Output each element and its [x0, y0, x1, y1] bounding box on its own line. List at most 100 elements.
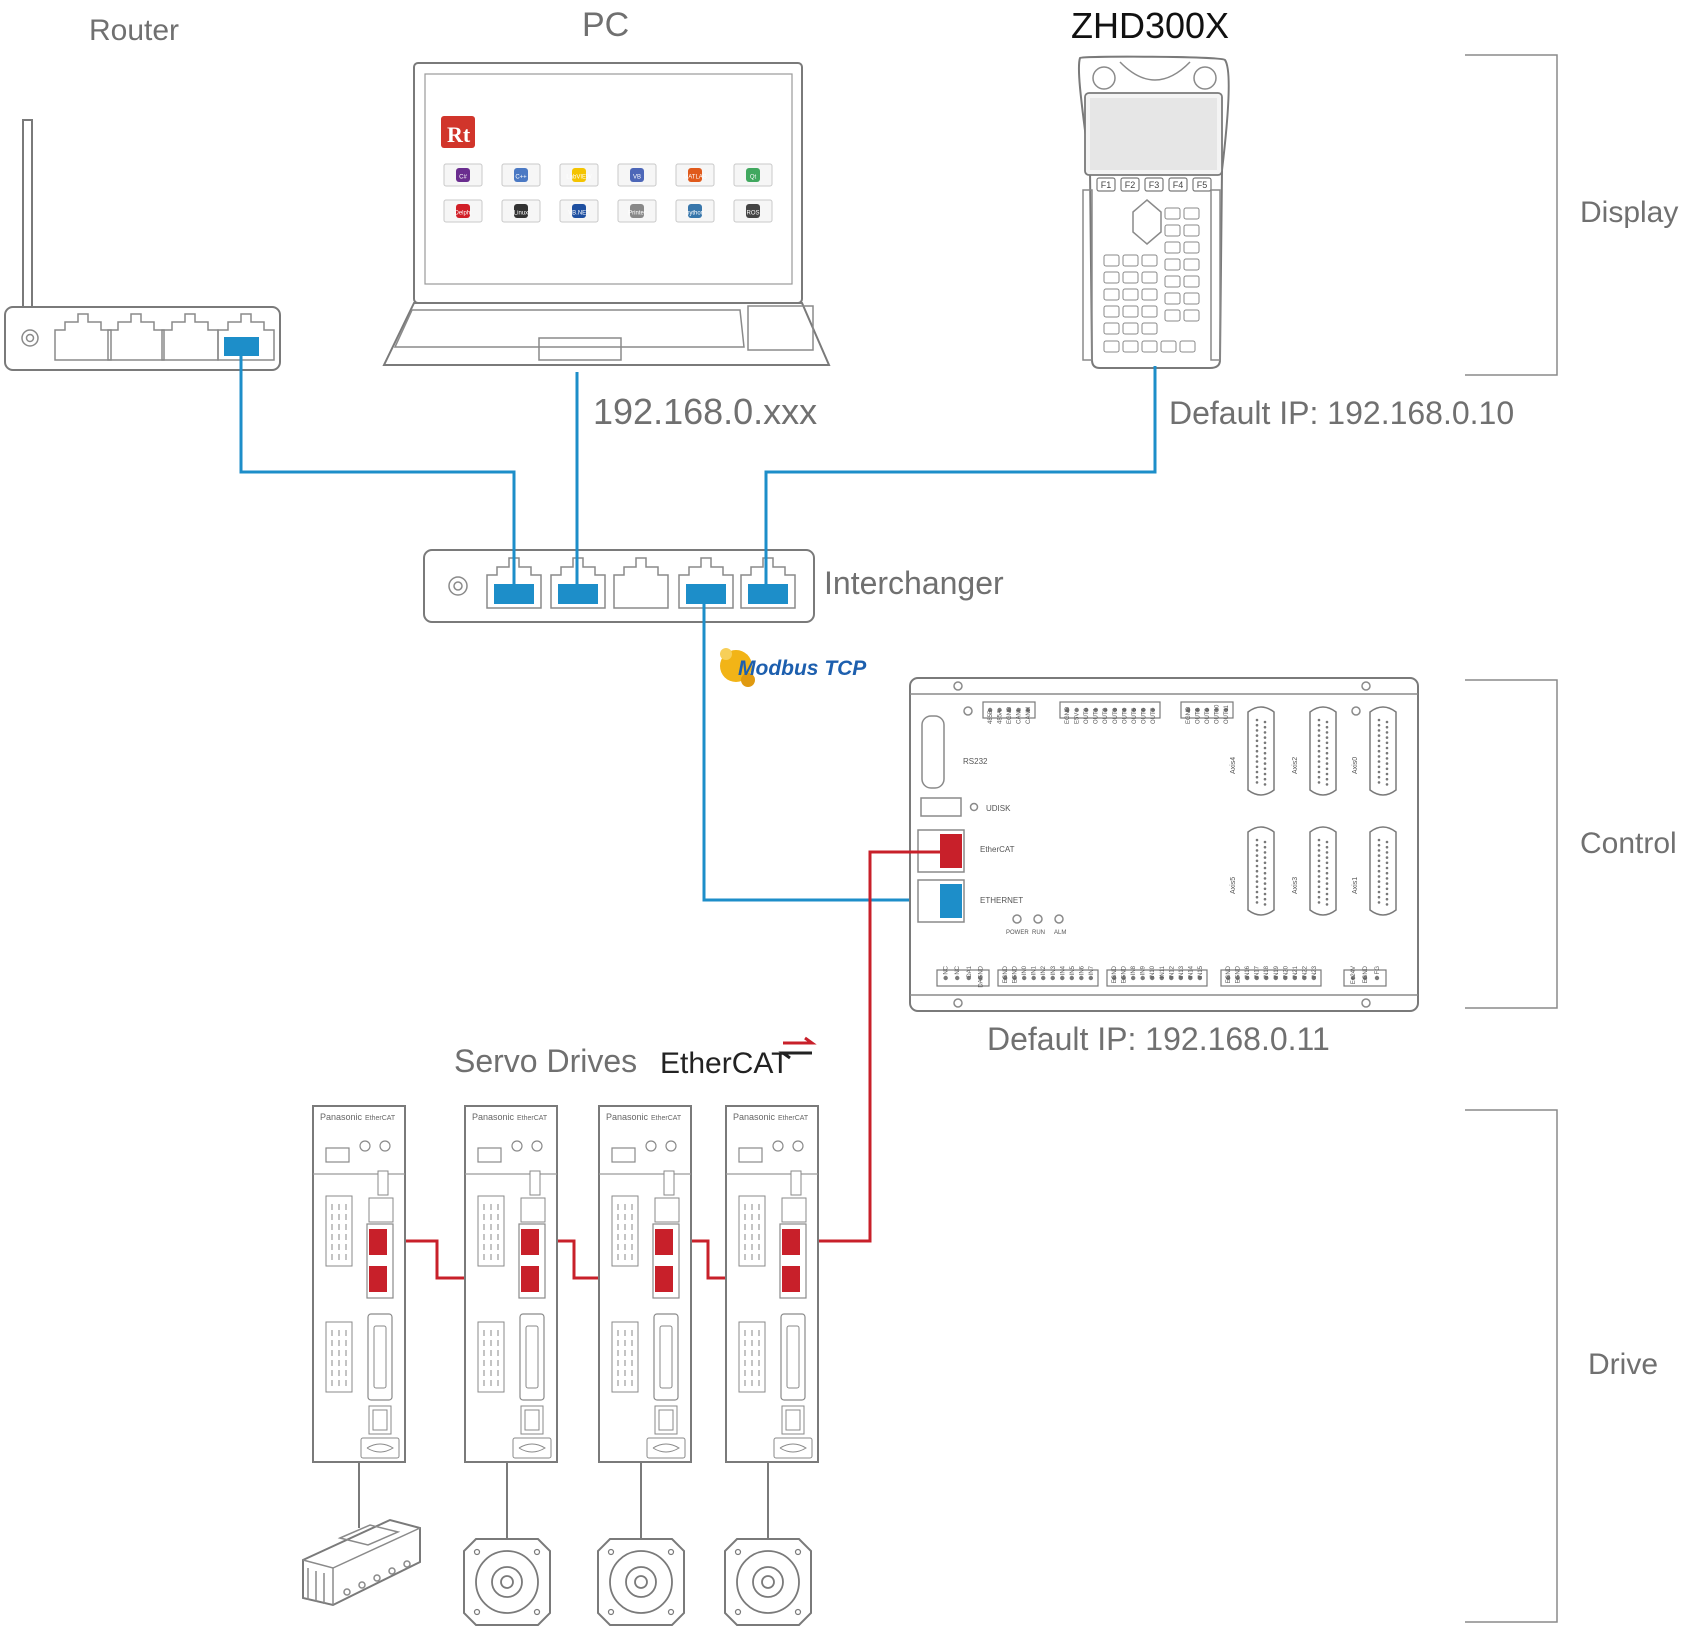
pendant-estop-icon: [1092, 66, 1116, 90]
drive-bus-label: EtherCAT: [365, 1115, 396, 1122]
ethercat-port-label: EtherCAT: [980, 845, 1015, 854]
pendant-key: [1141, 305, 1158, 318]
terminal-pin: [1112, 707, 1117, 713]
motor-bolt: [607, 1608, 615, 1616]
axis-pin: [1263, 783, 1267, 786]
axis-pin: [1263, 767, 1267, 771]
axis-pin: [1377, 729, 1381, 732]
axis-pin: [1385, 871, 1389, 875]
drive-connector-inner: [524, 1409, 540, 1431]
axis-pin: [1317, 770, 1321, 774]
axis-pin: [1385, 751, 1389, 755]
axis-pin: [1385, 851, 1389, 854]
servo-motor-icon: [463, 1462, 551, 1626]
axis-pin: [1263, 751, 1267, 755]
axis-pin: [1255, 869, 1259, 873]
servo-motor-icon: [724, 1462, 812, 1626]
terminal-label: IN21: [1293, 965, 1299, 978]
terminal-pin: [1060, 975, 1065, 981]
terminal-label: OUT5: [1132, 707, 1138, 724]
axis-pin: [1385, 882, 1389, 885]
axis-pin: [1377, 838, 1381, 842]
pc-keyboard-deck: [382, 302, 831, 366]
axis-pin: [1325, 762, 1329, 765]
axis-pin: [1317, 744, 1321, 748]
router-ports: [54, 313, 275, 361]
axis-pin: [1255, 755, 1259, 758]
axis-pin: [1325, 725, 1329, 729]
axis-pin: [1325, 746, 1329, 750]
app-label: C++: [515, 175, 527, 181]
terminal-pin: [1150, 975, 1155, 981]
axis-pin: [1255, 729, 1259, 732]
interchanger-power-icon: [448, 576, 468, 596]
axis-pin: [1325, 783, 1329, 786]
axis-pin: [1255, 843, 1259, 847]
switch-port-1: [486, 557, 542, 609]
drive-connector: [663, 1170, 675, 1196]
terminal-pin: [943, 975, 948, 981]
terminal-label: FG: [1375, 966, 1381, 975]
pendant-key: [1103, 288, 1120, 301]
terminal-label: NC: [955, 965, 961, 974]
axis-pin: [1377, 890, 1381, 894]
terminal-pin: [1159, 975, 1164, 981]
axis-pin: [1385, 772, 1389, 776]
drive-brand-label: Panasonic: [320, 1112, 363, 1122]
axis-pin: [1255, 864, 1259, 868]
axis-pin: [1263, 762, 1267, 765]
drive-display-icon: [738, 1147, 763, 1163]
axis-pin: [1255, 838, 1259, 842]
app-label: MATLAB: [683, 175, 707, 181]
axis-pin: [1263, 851, 1267, 854]
motor-bolt: [533, 1608, 541, 1616]
terminal-label: IN14: [1188, 965, 1194, 978]
pendant-key: [1103, 340, 1120, 353]
pendant-fkey: [1096, 177, 1116, 192]
terminal-pin: [1350, 975, 1356, 981]
axis-pin: [1377, 843, 1381, 847]
axis-pin: [1325, 757, 1329, 760]
router-antenna: [22, 119, 33, 311]
drive-brand-label: Panasonic: [733, 1112, 776, 1122]
axis-pin: [1263, 772, 1267, 776]
axis-pin: [1385, 887, 1389, 891]
drive-motor-connector: [360, 1437, 400, 1459]
axis-pin: [1255, 854, 1259, 857]
axis-pin: [1325, 897, 1329, 901]
app-label: VB.NET: [568, 211, 590, 217]
rs232-label: RS232: [963, 757, 988, 766]
axis-pin: [1325, 731, 1329, 734]
terminal-label: IN0: [1022, 965, 1028, 975]
pendant-key: [1141, 340, 1158, 353]
section-label-drive: Drive: [1588, 1348, 1658, 1381]
ethercat-arrow-icon: [783, 1036, 817, 1045]
terminal-pin: [1185, 707, 1191, 713]
pendant-key: [1183, 207, 1200, 220]
terminal-pin: [1214, 707, 1219, 713]
axis-pin: [1325, 892, 1329, 896]
terminal-pin: [1140, 975, 1145, 981]
axis-pin: [1255, 875, 1259, 878]
drive-motor-connector-icon: [779, 1443, 807, 1453]
axis-pin: [1325, 741, 1329, 745]
pendant-fkey-label: F5: [1197, 180, 1208, 190]
axis-pin: [1317, 864, 1321, 868]
axis-pin: [1255, 885, 1259, 889]
axis-pin: [1377, 718, 1381, 722]
axis-pin: [1377, 849, 1381, 852]
axis-pin: [1263, 741, 1267, 745]
axis-pin: [1263, 861, 1267, 865]
axis-pin: [1377, 770, 1381, 774]
pendant-key: [1164, 275, 1181, 288]
terminal-label: OUT1: [1094, 707, 1100, 724]
pendant-key: [1141, 271, 1158, 284]
terminal-label: OUT9: [1205, 707, 1211, 724]
axis-pin: [1317, 859, 1321, 863]
pendant-key: [1183, 241, 1200, 254]
switch-port-5-connected: [748, 584, 788, 604]
terminal-block: [997, 969, 1099, 987]
axis-pin: [1255, 880, 1259, 883]
